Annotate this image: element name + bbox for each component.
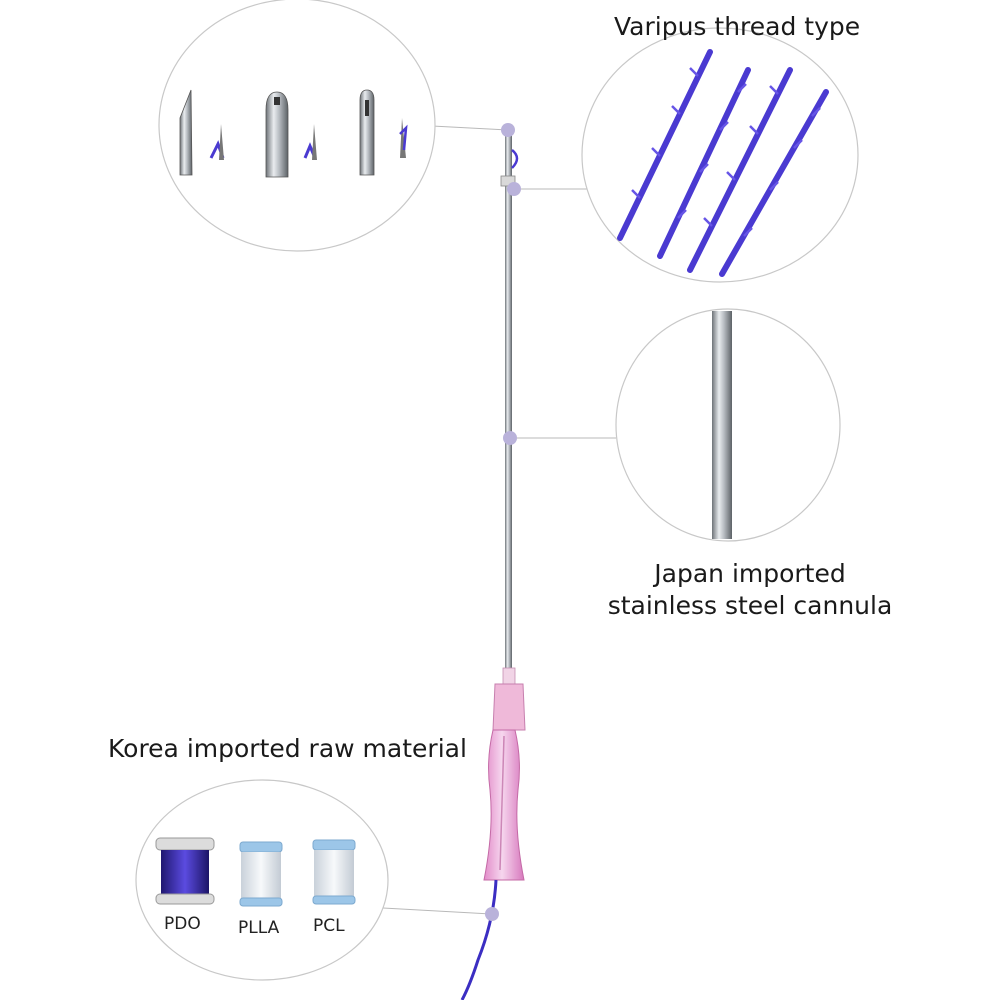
needle-tip-icon-2 xyxy=(265,91,317,178)
cannula-circle xyxy=(615,308,841,542)
connector-tip-line xyxy=(431,125,509,131)
thread-loop xyxy=(511,149,519,169)
connector-material-line xyxy=(382,907,492,915)
raw-material-circle xyxy=(135,779,389,981)
thread-3 xyxy=(687,67,793,273)
dot-tip xyxy=(501,123,515,137)
connector-dots xyxy=(485,123,521,921)
thread-barbs xyxy=(631,67,821,237)
spool-pcl xyxy=(312,839,356,905)
cannula-label-line2: stainless steel cannula xyxy=(607,591,893,620)
tail-thread xyxy=(460,879,498,1001)
handle-grip xyxy=(483,729,525,881)
dot-cannula xyxy=(503,431,517,445)
needle-tip-circle xyxy=(158,0,436,252)
thread-type-circle xyxy=(581,27,859,283)
barbed-threads xyxy=(617,49,829,277)
cannula-label: Japan imported stainless steel cannula xyxy=(590,558,910,622)
thread-2 xyxy=(657,67,751,259)
spool-pdo xyxy=(155,837,215,905)
raw-material-label: Korea imported raw material xyxy=(108,734,467,763)
needle-tip-icon-1 xyxy=(179,89,225,176)
cannula-product xyxy=(460,135,526,1001)
dot-thread xyxy=(507,182,521,196)
spool-plla xyxy=(239,841,283,907)
dot-material xyxy=(485,907,499,921)
cannula-label-line1: Japan imported xyxy=(654,559,846,588)
cannula-closeup xyxy=(712,311,732,539)
thread-type-label: Varipus thread type xyxy=(614,12,861,41)
spool-label-plla: PLLA xyxy=(238,918,280,938)
spool-label-pdo: PDO xyxy=(164,914,201,934)
needle-tip-icon-3 xyxy=(359,89,408,176)
thread-1 xyxy=(617,49,713,241)
cannula-shaft xyxy=(505,135,512,680)
thread-4 xyxy=(719,89,829,277)
spool-label-pcl: PCL xyxy=(313,916,345,936)
handle-hub xyxy=(492,683,526,731)
connector-lines xyxy=(382,125,616,915)
